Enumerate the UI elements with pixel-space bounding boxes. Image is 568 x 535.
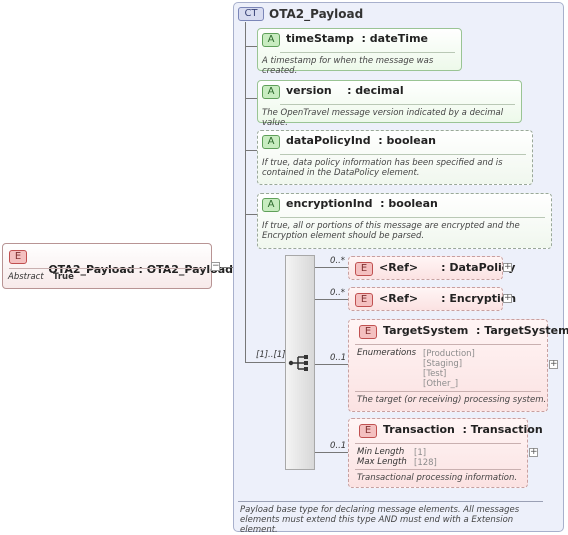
- attribute-separator: [280, 52, 455, 53]
- expand-toggle[interactable]: +: [549, 359, 558, 369]
- root-element-name: OTA2_Payload : OTA2_Payload: [33, 250, 233, 289]
- root-type-separator: :: [134, 263, 147, 276]
- child-cardinality: 0..1: [330, 353, 347, 363]
- min-length-value: [1]: [414, 448, 427, 458]
- connector-root-ct: [221, 267, 233, 268]
- min-length-label: Min Length: [357, 447, 405, 457]
- element-badge: E: [355, 262, 373, 276]
- element-separator: [355, 469, 521, 470]
- child-cardinality: 0..*: [330, 256, 346, 266]
- complex-type-title: OTA2_Payload: [269, 7, 364, 21]
- element-doc: The target (or receiving) processing sys…: [357, 395, 547, 405]
- element-doc: Transactional processing information.: [357, 473, 518, 483]
- root-element-box[interactable]: E OTA2_Payload : OTA2_Payload Abstract T…: [2, 243, 233, 289]
- element-separator: [355, 443, 521, 444]
- attribute-doc: If true, data policy information has bee…: [262, 158, 503, 178]
- attribute-timestamp[interactable]: A timeStamp : dateTime A timestamp for w…: [257, 28, 462, 76]
- sequence-cardinality: [1]..[1]: [256, 350, 286, 360]
- attribute-connector-vertical: [245, 22, 246, 362]
- collapse-toggle[interactable]: −: [211, 261, 220, 271]
- connector-attr-1: [245, 46, 258, 47]
- element-separator: [355, 344, 541, 345]
- connector-child-4: [315, 452, 348, 453]
- attribute-label: dataPolicyInd : boolean: [286, 134, 436, 147]
- max-length-label: Max Length: [357, 457, 407, 467]
- element-badge: E: [355, 293, 373, 307]
- enum-value: [Other_]: [423, 379, 459, 389]
- attribute-encryptionind[interactable]: A encryptionInd : boolean If true, all o…: [257, 193, 552, 249]
- attribute-separator: [280, 104, 515, 105]
- attribute-label: encryptionInd : boolean: [286, 197, 438, 210]
- element-label: <Ref> : DataPolicy: [379, 261, 516, 274]
- child-cardinality: 0..*: [330, 288, 346, 298]
- root-element-name-text: OTA2_Payload: [48, 263, 135, 276]
- attribute-badge: A: [262, 33, 280, 47]
- child-cardinality: 0..1: [330, 441, 347, 451]
- enumerations-label: Enumerations: [357, 348, 417, 358]
- sequence-icon: [288, 355, 308, 371]
- connector-child-1: [315, 267, 348, 268]
- connector-sequence: [245, 362, 286, 363]
- sequence-compositor[interactable]: [285, 255, 315, 470]
- attribute-version[interactable]: A version : decimal The OpenTravel messa…: [257, 80, 522, 128]
- attribute-badge: A: [262, 135, 280, 149]
- element-badge: E: [9, 250, 27, 264]
- attribute-label: version : decimal: [286, 84, 404, 97]
- complex-type-doc: Payload base type for declaring message …: [240, 505, 520, 535]
- attribute-datapolicyind[interactable]: A dataPolicyInd : boolean If true, data …: [257, 130, 533, 185]
- root-element-type: OTA2_Payload: [146, 263, 234, 276]
- connector-attr-2: [245, 98, 258, 99]
- child-element-targetsystem[interactable]: E TargetSystem : TargetSystem Enumeratio…: [348, 319, 568, 412]
- element-badge: E: [359, 424, 377, 438]
- attribute-label: timeStamp : dateTime: [286, 32, 428, 45]
- enum-value: [Production]: [423, 349, 475, 359]
- complex-type-badge: CT: [238, 7, 264, 21]
- attribute-badge: A: [262, 198, 280, 212]
- element-label: TargetSystem : TargetSystem: [383, 324, 568, 337]
- child-element-transaction[interactable]: E Transaction : Transaction Min Length […: [348, 418, 543, 488]
- attribute-separator: [280, 217, 545, 218]
- attribute-doc: If true, all or portions of this message…: [262, 221, 520, 241]
- connector-child-2: [315, 299, 348, 300]
- attribute-doc: A timestamp for when the message was cre…: [262, 56, 434, 76]
- element-label: Transaction : Transaction: [383, 423, 543, 436]
- enum-value: [Staging]: [423, 359, 463, 369]
- child-element-datapolicy[interactable]: E <Ref> : DataPolicy: [348, 256, 515, 280]
- enum-value: [Test]: [423, 369, 447, 379]
- element-badge: E: [359, 325, 377, 339]
- attribute-badge: A: [262, 85, 280, 99]
- child-element-encryption[interactable]: E <Ref> : Encryption: [348, 287, 516, 311]
- element-separator: [355, 391, 541, 392]
- expand-toggle[interactable]: +: [503, 262, 512, 272]
- expand-toggle[interactable]: +: [529, 447, 538, 457]
- complex-type-doc-separator: [238, 501, 543, 502]
- expand-toggle[interactable]: +: [503, 293, 512, 303]
- abstract-value: True: [53, 272, 74, 282]
- element-label: <Ref> : Encryption: [379, 292, 517, 305]
- connector-attr-4: [245, 214, 258, 215]
- connector-attr-3: [245, 150, 258, 151]
- connector-child-3: [315, 364, 348, 365]
- root-separator: [9, 268, 205, 269]
- attribute-doc: The OpenTravel message version indicated…: [262, 108, 504, 128]
- abstract-label: Abstract: [8, 272, 44, 282]
- attribute-separator: [280, 154, 526, 155]
- max-length-value: [128]: [414, 458, 437, 468]
